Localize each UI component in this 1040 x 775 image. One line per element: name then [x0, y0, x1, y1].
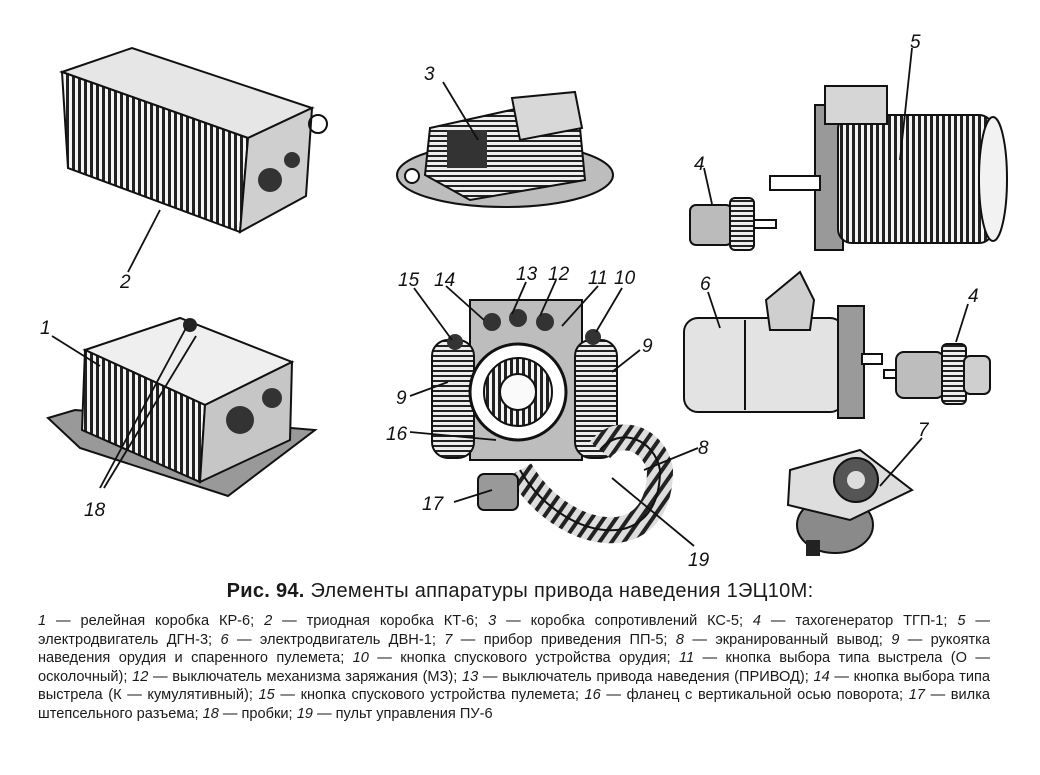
legend-description: — кнопка выбора типа выстрела (К — кумул… [38, 668, 990, 704]
legend-description: — рукоятка наведения орудия и спаренного… [38, 631, 991, 667]
figure-label: Рис. 94. [226, 580, 305, 602]
figure-title: Элементы аппаратуры привода наведения 1Э… [310, 580, 814, 602]
legend-description: — электродвигатель ДВН-1; [228, 631, 436, 648]
legend-description: — кнопка выбора типа выстрела (О — оскол… [38, 650, 990, 685]
legend-description: — экранированный вывод; [684, 631, 883, 648]
callout-2: 2 [119, 272, 131, 293]
callout-6: 6 [700, 274, 711, 295]
legend-description: — пульт управления ПУ-6 [312, 705, 493, 722]
legend-entry: 4 — тахогенератор ТГП-1; [753, 613, 948, 629]
legend-entry: 14 — кнопка выбора типа выстрела (К — ку… [38, 669, 990, 704]
legend-description: — релейная коробка КР-6; [46, 613, 255, 629]
figure-legend: 1 — релейная коробка КР-6; 2 — триодная … [38, 612, 990, 724]
legend-description: — триодная коробка КТ-6; [272, 613, 479, 629]
callout-11: 11 [588, 268, 608, 289]
legend-number: 16 [584, 687, 601, 704]
callout-7: 7 [918, 420, 930, 441]
callout-9-left: 9 [396, 388, 407, 409]
motor-dgn3-drawing [769, 85, 1008, 251]
legend-description: — фланец с вертикальной осью поворота; [600, 687, 904, 704]
callout-16: 16 [386, 424, 408, 445]
legend-entry: 16 — фланец с вертикальной осью поворота… [585, 687, 904, 703]
callout-17: 17 [422, 494, 445, 515]
legend-number: 2 [264, 613, 273, 629]
tachogenerator-lower-drawing [883, 343, 991, 405]
relay-box-drawing [46, 316, 318, 498]
legend-number: 8 [675, 631, 684, 648]
legend-entry: 17 — вилка штепсельного разъема; [38, 687, 990, 722]
callout-1: 1 [40, 318, 51, 339]
legend-number: 5 [957, 613, 966, 629]
figure-illustration: 2 3 5 4 4 6 7 1 18 15 14 13 12 11 10 9 9… [40, 32, 1008, 571]
legend-number: 12 [132, 668, 149, 685]
callout-9-right: 9 [642, 336, 653, 357]
legend-entry: 5 — электродвигатель ДГН-3; [38, 613, 990, 648]
resistor-box-drawing [396, 90, 614, 208]
callout-labels: 2 3 5 4 4 6 7 1 18 15 14 13 12 11 10 9 9… [40, 32, 979, 571]
legend-number: 9 [891, 631, 900, 648]
callout-12: 12 [548, 264, 570, 285]
legend-description: — кнопка спускового устройства орудия; [368, 650, 671, 667]
legend-entry: 2 — триодная коробка КТ-6; [264, 613, 478, 629]
legend-number: 14 [813, 668, 830, 685]
legend-description: — прибор приведения ПП-5; [452, 631, 668, 648]
callout-5: 5 [910, 32, 921, 53]
legend-entry: 8 — экранированный вывод; [676, 632, 883, 648]
legend-entry: 12 — выключатель механизма заряжания (МЗ… [132, 669, 457, 685]
callout-8: 8 [698, 438, 709, 459]
callout-19: 19 [688, 550, 710, 571]
callout-15: 15 [398, 270, 420, 291]
figure-caption: Рис. 94. Элементы аппаратуры привода нав… [0, 580, 1040, 603]
legend-entry: 11 — кнопка выбора типа выстрела (О — ос… [38, 650, 990, 685]
legend-description: — кнопка спускового устройства пулемета; [274, 687, 579, 704]
legend-number: 6 [220, 631, 229, 648]
legend-description: — коробка сопротивлений КС-5; [496, 613, 744, 629]
legend-number: 4 [752, 613, 762, 629]
leader-lines [51, 47, 969, 547]
legend-entry: 18 — пробки; [203, 706, 293, 722]
legend-description: — пробки; [218, 705, 293, 722]
callout-4-lower: 4 [968, 286, 979, 307]
legend-description: — электродвигатель ДГН-3; [38, 613, 990, 648]
legend-number: 13 [461, 668, 479, 685]
callout-10: 10 [614, 268, 636, 289]
legend-description: — тахогенератор ТГП-1; [761, 613, 948, 629]
motor-dvn1-drawing [683, 270, 883, 419]
triode-box-drawing [58, 46, 328, 234]
legend-number: 19 [296, 705, 313, 722]
legend-number: 18 [202, 705, 219, 722]
callout-13: 13 [516, 264, 538, 285]
legend-entry: 19 — пульт управления ПУ-6 [297, 706, 493, 722]
control-panel-drawing [431, 299, 674, 544]
legend-number: 15 [258, 687, 275, 704]
legend-text: 1 — релейная коробка КР-6; 2 — триодная … [38, 612, 990, 724]
legend-entry: 10 — кнопка спускового устройства орудия… [353, 650, 671, 666]
callout-14: 14 [434, 270, 455, 291]
legend-number: 17 [908, 687, 925, 704]
legend-number: 10 [352, 650, 369, 667]
alignment-device-drawing [786, 448, 914, 556]
tachogenerator-upper-drawing [689, 197, 777, 251]
callout-4-upper: 4 [694, 154, 705, 175]
legend-description: — выключатель привода наведения (ПРИВОД)… [478, 668, 809, 685]
legend-description: — вилка штепсельного разъема; [38, 687, 991, 722]
callout-18: 18 [84, 500, 106, 521]
legend-entry: 9 — рукоятка наведения орудия и спаренно… [38, 632, 990, 667]
legend-number: 1 [38, 613, 47, 629]
legend-number: 7 [444, 631, 453, 648]
legend-entry: 15 — кнопка спускового устройства пулеме… [259, 687, 579, 703]
legend-entry: 6 — электродвигатель ДВН-1; [220, 632, 435, 648]
callout-3: 3 [424, 64, 435, 85]
legend-entry: 1 — релейная коробка КР-6; [38, 613, 254, 629]
legend-number: 3 [488, 613, 497, 629]
legend-description: — выключатель механизма заряжания (МЗ); [148, 668, 458, 685]
legend-entry: 13 — выключатель привода наведения (ПРИВ… [462, 669, 809, 685]
legend-entry: 7 — прибор приведения ПП-5; [444, 632, 667, 648]
legend-entry: 3 — коробка сопротивлений КС-5; [488, 613, 743, 629]
legend-number: 11 [678, 650, 695, 667]
